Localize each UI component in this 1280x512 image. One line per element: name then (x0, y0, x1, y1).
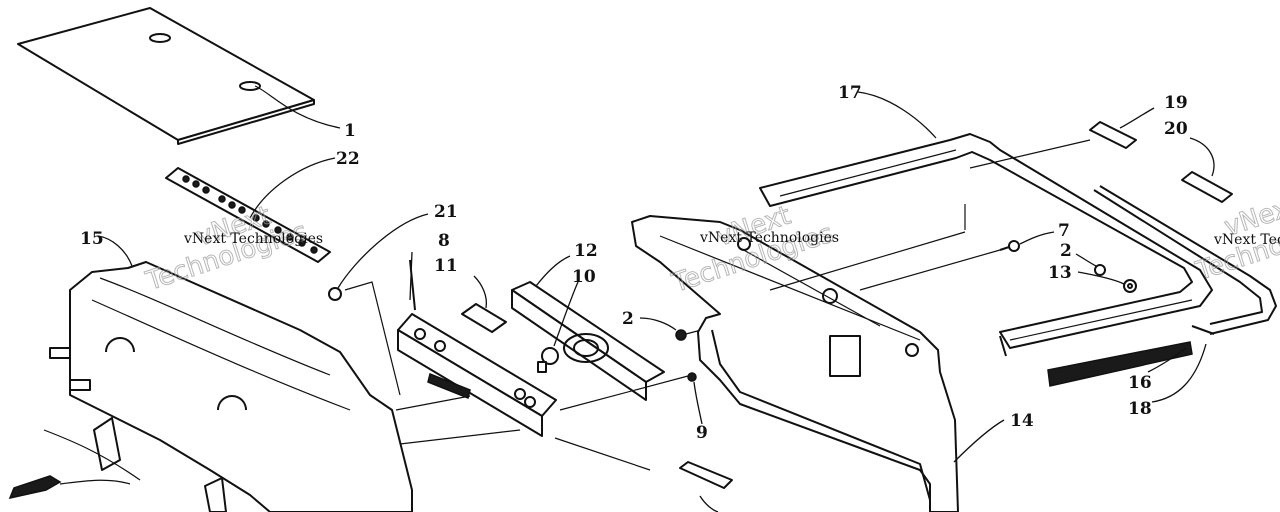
callout-9: 9 (696, 423, 708, 443)
callout-20: 20 (1164, 119, 1188, 139)
callout-22: 22 (336, 149, 360, 169)
guide-line-lower (554, 437, 651, 471)
watermark: vNext Technologies vNext Technologies vN… (141, 190, 1280, 299)
callout-11: 11 (434, 256, 458, 276)
part-17-u-rail (759, 91, 1213, 357)
part-21-screw (328, 213, 429, 396)
part-1-cover-plate (17, 7, 341, 145)
part-19-label (969, 107, 1155, 169)
callout-18: 18 (1128, 399, 1152, 419)
callout-12: 12 (574, 241, 598, 261)
callout-21: 21 (434, 202, 458, 222)
watermark-small-2: vNext Technologies (699, 230, 839, 246)
guide-line-housing (399, 429, 521, 445)
watermark-small-3: vNext Technologies (1213, 232, 1280, 248)
part-2-nut-right (1075, 253, 1106, 276)
callout-2-right: 2 (1060, 241, 1072, 261)
part-15-console-housing (8, 235, 413, 512)
part-11-bracket (461, 275, 507, 333)
callout-13: 13 (1048, 263, 1072, 283)
callout-1: 1 (344, 121, 356, 141)
callout-19: 19 (1164, 93, 1188, 113)
callout-15: 15 (80, 229, 104, 249)
watermark-small-1: vNext Technologies (183, 231, 323, 247)
part-20-label (1181, 137, 1233, 203)
callout-16: 16 (1128, 373, 1152, 393)
part-13-washer (1077, 271, 1137, 293)
part-18-screw (1151, 325, 1215, 403)
callout-8: 8 (438, 231, 450, 251)
part-10-bulb (537, 281, 579, 373)
part-9-nut (559, 372, 703, 425)
part-22-decal-strip (165, 157, 336, 263)
pad-lower-center (679, 461, 733, 512)
callout-17: 17 (838, 83, 862, 103)
part-7-bolt (859, 231, 1055, 291)
callout-14: 14 (1010, 411, 1034, 431)
part-14-frame (631, 215, 1005, 512)
callout-2-left: 2 (622, 309, 634, 329)
part-8-switch-panel (395, 251, 557, 437)
part-12-light-lens (511, 255, 665, 401)
callout-labels: 1 22 15 21 8 11 12 10 2 9 17 19 20 7 2 1… (80, 83, 1188, 443)
part-16-outer-rail (1047, 185, 1277, 387)
callout-7: 7 (1058, 221, 1070, 241)
callout-10: 10 (572, 267, 596, 287)
